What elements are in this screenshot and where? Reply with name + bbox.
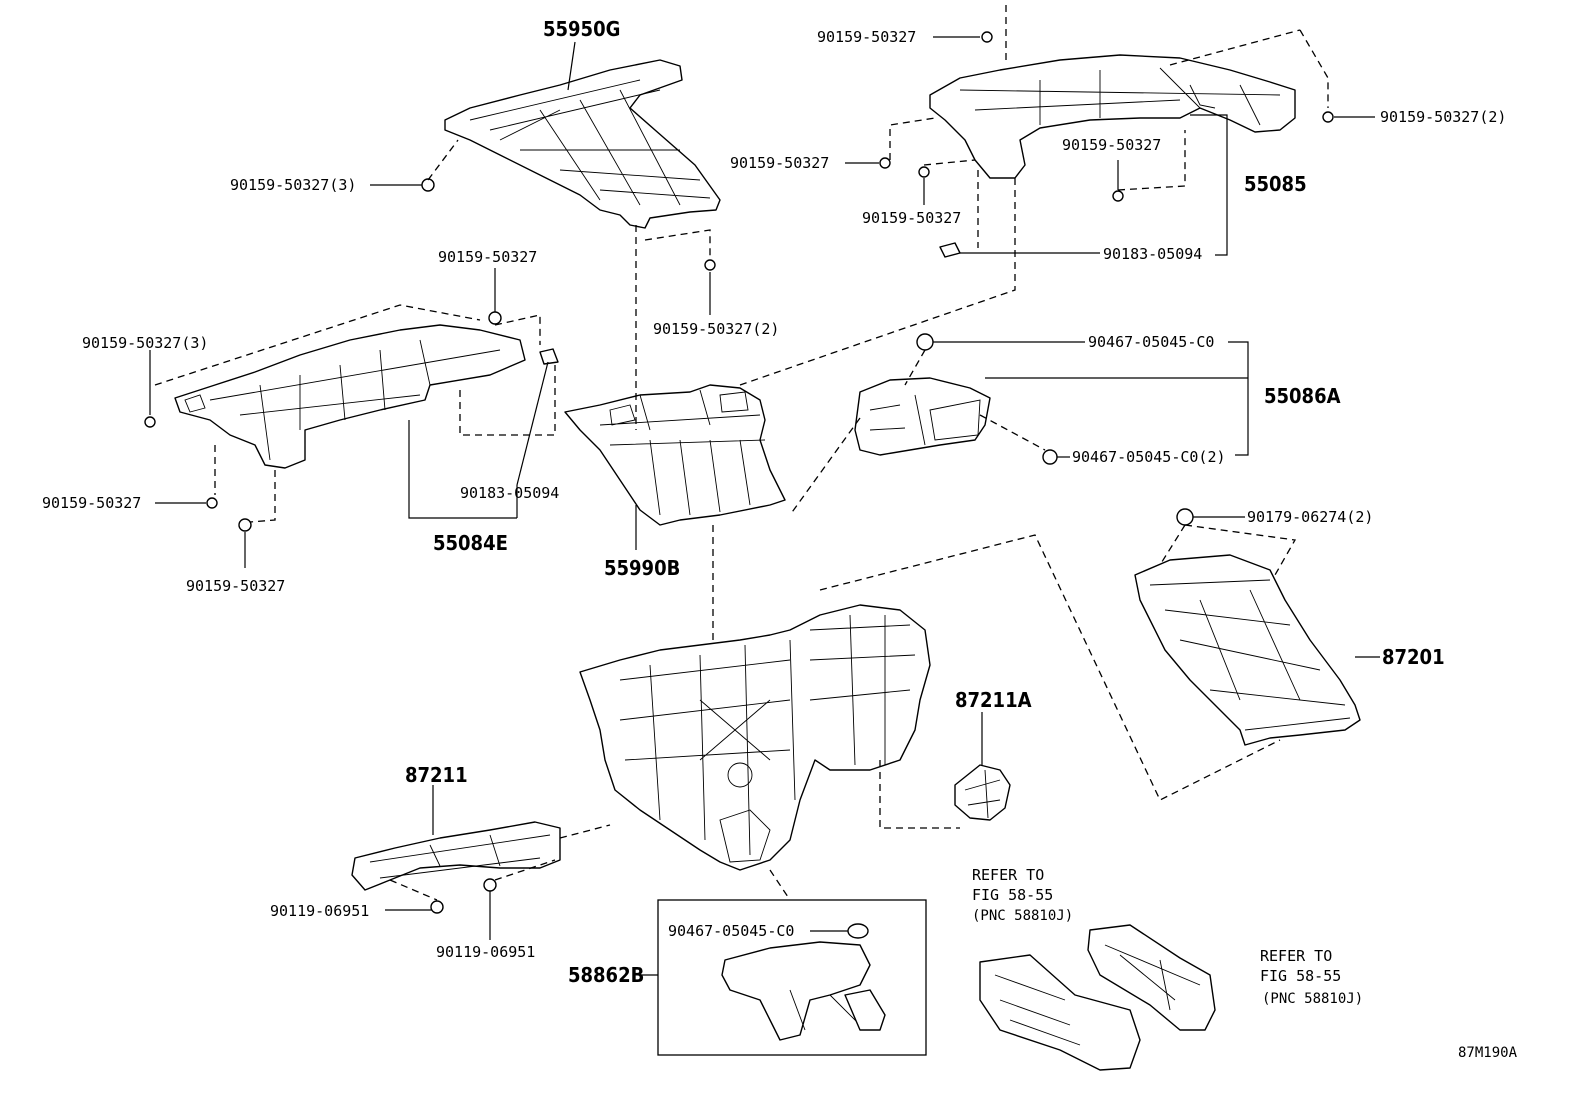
part-87211 [351,821,561,891]
part-hvac-unit [579,604,931,871]
label-87201: 87201 [1382,645,1445,669]
label-90159-50327-left-c: 90159-50327 [42,494,141,512]
label-refer-1-line2: FIG 58-55 [972,886,1053,904]
label-55085: 55085 [1244,172,1307,196]
label-90119-06951-b: 90119-06951 [436,943,535,961]
part-55085 [929,54,1296,179]
label-55950g: 55950G [543,17,620,41]
dashed-lines [154,5,1329,901]
label-90467-05045-c0-a: 90467-05045-C0 [1088,333,1214,351]
label-87211a: 87211A [955,688,1032,712]
label-90183-05094-right: 90183-05094 [1103,245,1202,263]
label-90159-50327-right-low: 90159-50327 [862,209,961,227]
diagram-code: 87M190A [1458,1045,1518,1061]
part-55950g [444,59,721,229]
leader-lines [149,36,1380,976]
label-90467-05045-c0-2: 90467-05045-C0(2) [1072,448,1226,466]
label-55990b: 55990B [604,556,680,580]
label-90159-50327-top-a: 90159-50327 [438,248,537,266]
label-90159-50327-right-mid: 90159-50327 [1062,136,1161,154]
label-90159-50327-3-top: 90159-50327(3) [230,176,356,194]
label-90159-50327-3-left: 90159-50327(3) [82,334,208,352]
label-90159-50327-right-left: 90159-50327 [730,154,829,172]
label-90159-50327-right-top: 90159-50327 [817,28,916,46]
part-87201 [1134,554,1361,746]
label-refer-2-line3: (PNC 58810J) [1262,991,1363,1007]
label-90159-50327-2-right: 90159-50327(2) [1380,108,1506,126]
fastener-icons [144,31,1334,939]
part-55086a [854,377,991,456]
label-refer-2-line2: FIG 58-55 [1260,967,1341,985]
label-refer-2-line1: REFER TO [1260,947,1332,965]
part-refer-right [1087,924,1216,1031]
label-refer-1-line3: (PNC 58810J) [972,908,1073,924]
part-58862b [175,0,886,1041]
label-90179-06274-2: 90179-06274(2) [1247,508,1373,526]
label-90467-05045-c0-box: 90467-05045-C0 [668,922,794,940]
label-90183-05094-left: 90183-05094 [460,484,559,502]
part-87211a [954,764,1011,821]
frame-58862b [657,899,927,1056]
label-90159-50327-left-d: 90159-50327 [186,577,285,595]
label-55086a: 55086A [1264,384,1341,408]
label-87211: 87211 [405,763,468,787]
label-90119-06951-a: 90119-06951 [270,902,369,920]
label-55084e: 55084E [433,531,508,555]
part-55990b [564,384,786,526]
part-refer-left [979,954,1141,1071]
label-90159-50327-2-top: 90159-50327(2) [653,320,779,338]
label-refer-1-line1: REFER TO [972,866,1044,884]
label-58862b: 58862B [568,963,644,987]
part-55084e [174,324,526,469]
